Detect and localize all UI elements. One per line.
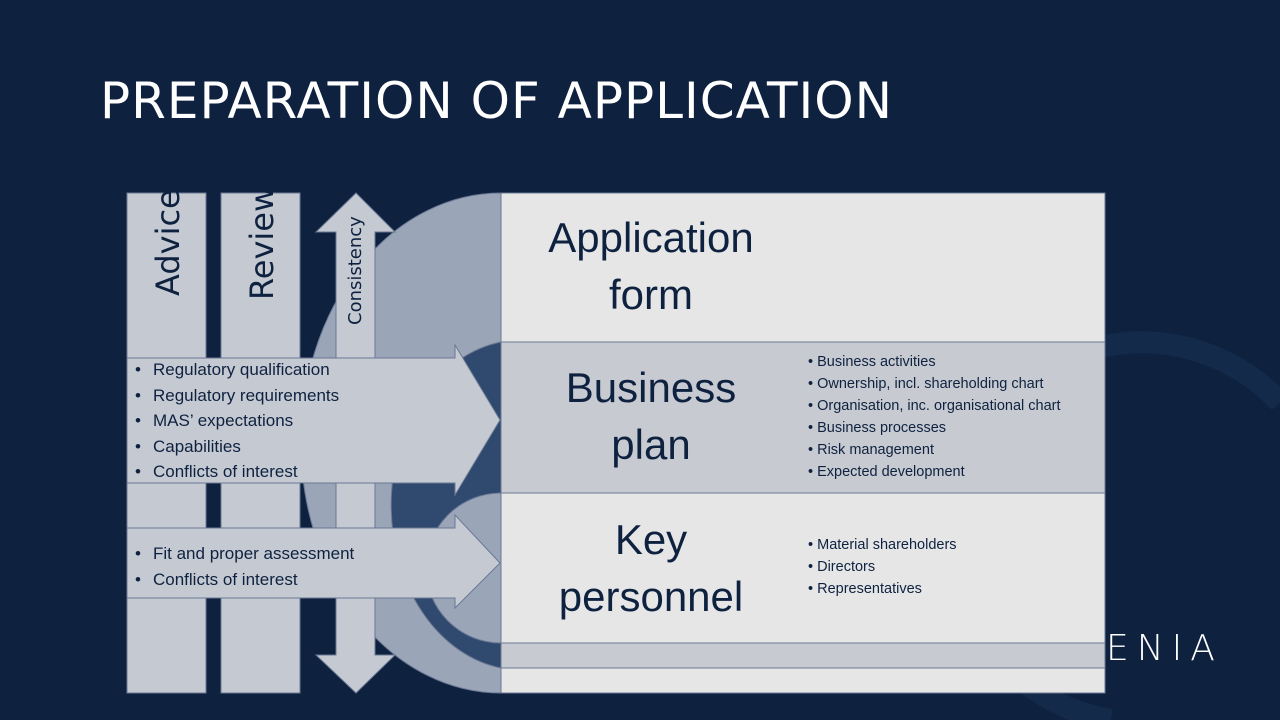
list-item: Business processes <box>808 417 1061 439</box>
list-item: Expected development <box>808 461 1061 483</box>
list-item: Regulatory qualification <box>127 357 339 383</box>
business-plan-items: Business activities Ownership, incl. sha… <box>808 351 1061 483</box>
advice-label: Advice <box>149 189 187 296</box>
logo-text: ENIA <box>1106 628 1223 669</box>
key-personnel-title: Key personnel <box>520 511 782 625</box>
list-item: Conflicts of interest <box>127 459 339 485</box>
business-plan-inputs: Regulatory qualification Regulatory requ… <box>127 357 339 485</box>
key-personnel-box <box>500 492 1106 644</box>
consistency-label: Consistency <box>345 216 366 325</box>
list-item: MAS’ expectations <box>127 408 339 434</box>
list-item: Risk management <box>808 439 1061 461</box>
list-item: Business activities <box>808 351 1061 373</box>
list-item: Regulatory requirements <box>127 383 339 409</box>
title-line: Business <box>565 364 737 411</box>
list-item: Organisation, inc. organisational chart <box>808 395 1060 417</box>
key-personnel-inputs: Fit and proper assessment Conflicts of i… <box>127 541 354 592</box>
business-plan-title: Business plan <box>520 359 782 473</box>
title-line: form <box>609 271 693 318</box>
list-item: Ownership, incl. shareholding chart <box>808 373 1061 395</box>
bottom-box <box>500 667 1106 694</box>
application-form-box <box>500 192 1106 343</box>
key-personnel-items: Material shareholders Directors Represen… <box>808 534 957 600</box>
page-title: PREPARATION OF APPLICATION <box>100 72 894 130</box>
title-line: Key <box>614 516 688 563</box>
title-line: personnel <box>558 573 744 620</box>
list-item: Fit and proper assessment <box>127 541 354 567</box>
list-item: Material shareholders <box>808 534 956 556</box>
list-item: Representatives <box>808 578 957 600</box>
application-form-title: Application form <box>520 209 782 323</box>
list-item: Capabilities <box>127 434 339 460</box>
strip-box <box>500 642 1106 669</box>
title-line: Application <box>548 214 754 261</box>
title-line: plan <box>611 421 691 468</box>
list-item: Directors <box>808 556 957 578</box>
review-label: Review <box>243 185 281 300</box>
list-item: Conflicts of interest <box>127 567 354 593</box>
